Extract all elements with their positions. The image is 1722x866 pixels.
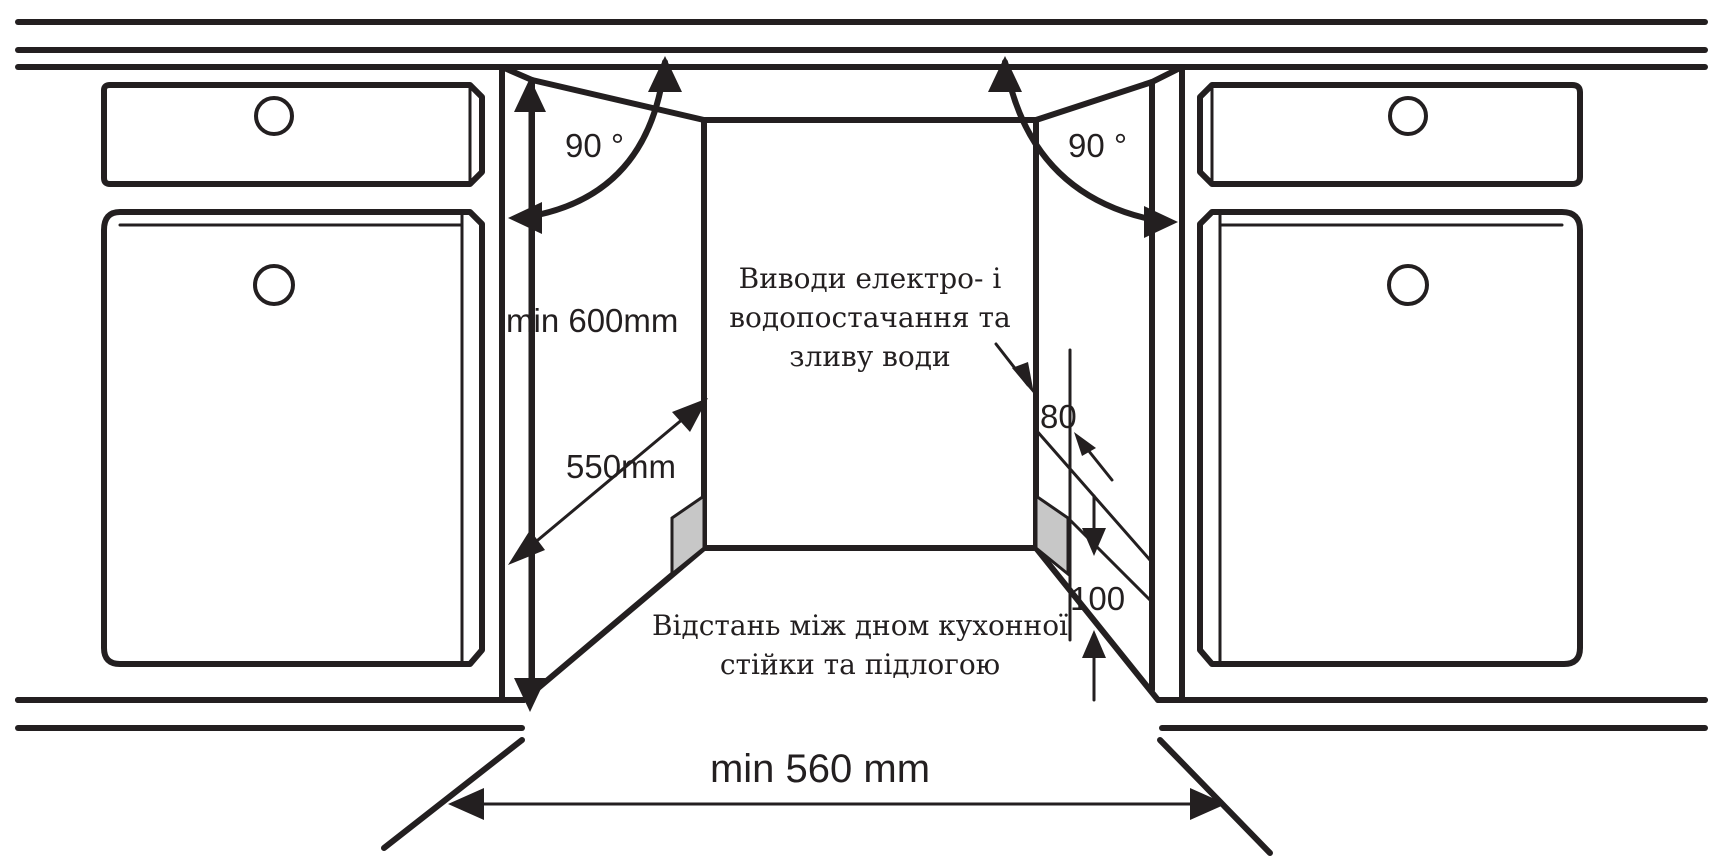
height-dimension bbox=[514, 78, 546, 712]
min-width-label: min 560 mm bbox=[710, 747, 930, 791]
dim-100-label: 100 bbox=[1070, 580, 1125, 617]
right-cabinet bbox=[1149, 64, 1708, 703]
width-dimension bbox=[381, 737, 1273, 856]
left-angle-indicator bbox=[508, 56, 682, 234]
left-cabinet bbox=[15, 64, 535, 703]
countertop bbox=[15, 19, 1708, 70]
svg-text:Виводи електро- і: Виводи електро- і bbox=[739, 262, 1002, 295]
right-door-front bbox=[1197, 209, 1583, 667]
depth-dimension bbox=[508, 398, 708, 565]
svg-text:зливу води: зливу води bbox=[789, 340, 950, 373]
svg-text:водопостачання та: водопостачання та bbox=[729, 301, 1010, 334]
dim-80-indicator bbox=[994, 342, 1114, 642]
min-height-label: min 600mm bbox=[506, 302, 678, 339]
angle-left-label: 90 ° bbox=[565, 127, 624, 164]
right-drawer-front bbox=[1197, 82, 1583, 187]
left-door-knob bbox=[253, 264, 295, 306]
left-drawer-front bbox=[101, 82, 485, 187]
angle-right-label: 90 ° bbox=[1068, 127, 1127, 164]
right-drawer-knob bbox=[1388, 96, 1428, 136]
right-angle-indicator bbox=[988, 56, 1178, 238]
svg-text:Відстань між дном кухонної: Відстань між дном кухонної bbox=[652, 609, 1068, 642]
plinth-gap-label: Відстань між дном кухонної стійки та під… bbox=[652, 609, 1068, 681]
left-drawer-knob bbox=[254, 96, 294, 136]
left-plinth bbox=[670, 493, 706, 578]
svg-text:стійки та підлогою: стійки та підлогою bbox=[720, 648, 1000, 681]
connections-label: Виводи електро- і водопостачання та злив… bbox=[729, 262, 1010, 373]
dim-80-label: 80 bbox=[1040, 398, 1077, 435]
left-door-front bbox=[101, 209, 485, 667]
right-door-knob bbox=[1387, 264, 1429, 306]
floor-line bbox=[15, 697, 1708, 731]
right-plinth bbox=[1034, 493, 1070, 578]
dim-100-indicator bbox=[1082, 494, 1106, 702]
depth-label: 550mm bbox=[566, 448, 676, 485]
